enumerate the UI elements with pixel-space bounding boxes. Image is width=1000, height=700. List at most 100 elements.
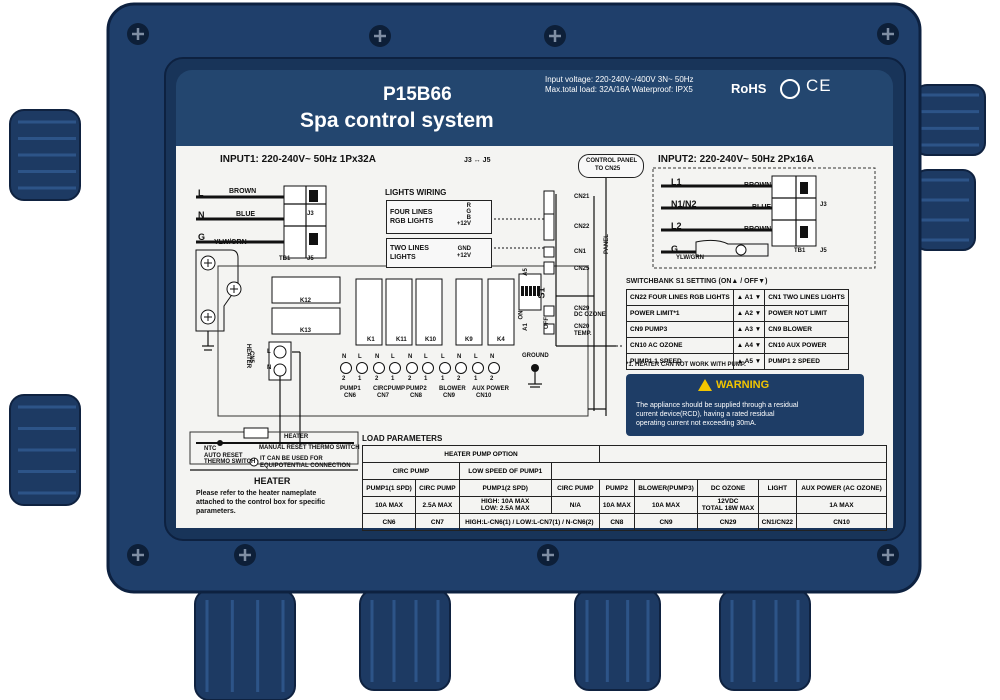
dip-lever bbox=[529, 286, 532, 296]
load-cell: BLOWER(PUMP3) bbox=[633, 479, 699, 497]
load-cell: DC OZONE bbox=[697, 479, 759, 497]
cn21-label: CN21 bbox=[574, 194, 590, 200]
load-cell: AUX POWER (AC OZONE) bbox=[796, 479, 887, 497]
output-name: BLOWER bbox=[439, 386, 466, 392]
switchbank-cell-on: CN9 PUMP3 bbox=[626, 321, 734, 338]
output-name: PUMP1 bbox=[340, 386, 361, 392]
input1-n-label: N bbox=[198, 210, 205, 220]
switchbank-row: POWER LIMIT*1▲ A2 ▼POWER NOT LIMIT bbox=[626, 305, 849, 322]
pin-number: 2 bbox=[457, 376, 461, 382]
input2-brown1: BROWN bbox=[744, 182, 772, 189]
load-cell: CN8 bbox=[599, 513, 635, 531]
pin-number: 2 bbox=[342, 376, 346, 382]
warning-line-1: The appliance should be supplied through… bbox=[636, 402, 799, 409]
input2-g-label: G bbox=[671, 244, 679, 254]
load-cell: 2.5A MAX bbox=[415, 496, 460, 514]
pin-b: B bbox=[466, 215, 471, 221]
load-cell: N/A bbox=[550, 496, 601, 514]
terminal-screw-icon bbox=[488, 362, 500, 374]
load-cell: CN1/CN22 bbox=[757, 513, 798, 531]
temp-label: TEMP. bbox=[574, 331, 592, 337]
switchbank-cell-off: PUMP1 2 SPEED bbox=[764, 353, 849, 370]
switchbank-cell-off: CN10 AUX POWER bbox=[764, 337, 849, 354]
load-cell: CN7 bbox=[415, 513, 460, 531]
switchbank-cell-off: CN1 TWO LINES LIGHTS bbox=[764, 289, 849, 306]
dip-lever bbox=[525, 286, 528, 296]
ground-label: GROUND bbox=[522, 353, 549, 359]
pin-label: L bbox=[424, 354, 428, 360]
on-label: ON bbox=[518, 310, 525, 320]
s1-label: S1 bbox=[536, 287, 547, 299]
wiring-diagram bbox=[189, 167, 876, 471]
load-cell: CIRC PUMP bbox=[362, 462, 460, 480]
cn-connector bbox=[543, 190, 555, 216]
pin-gnd: GND bbox=[457, 246, 471, 252]
switchbank-title: SWITCHBANK S1 SETTING (ON▲ / OFF▼) bbox=[626, 278, 768, 285]
relay-k9: K9 bbox=[465, 337, 473, 343]
load-cell: CN6 bbox=[361, 513, 417, 531]
spec-line-1: Input voltage: 220-240V~/400V 3N~ 50Hz bbox=[545, 75, 694, 84]
switchbank-cell-off: POWER NOT LIMIT bbox=[764, 305, 849, 322]
pin-number: 2 bbox=[490, 376, 494, 382]
pin-label: L bbox=[441, 354, 445, 360]
cn-connector bbox=[543, 213, 555, 241]
cn22-label: CN22 bbox=[574, 224, 590, 230]
switchbank-cell-sw: ▲ A5 ▼ bbox=[732, 353, 766, 370]
relay-k13: K13 bbox=[300, 328, 312, 334]
relay-k4: K4 bbox=[497, 337, 505, 343]
right-cable-gland-2 bbox=[914, 169, 976, 251]
wiring-label: INPUT1: 220-240V~ 50Hz 1Px32A J3 ↔ J5 L … bbox=[176, 146, 893, 531]
panel-label: PANEL bbox=[603, 234, 610, 254]
relay-k11: K11 bbox=[396, 337, 407, 343]
pin-label: L bbox=[358, 354, 362, 360]
cn-connector bbox=[543, 246, 555, 258]
equip-label-1: IT CAN BE USED FOR bbox=[260, 456, 323, 462]
switchbank-row: CN22 FOUR LINES RGB LIGHTS▲ A1 ▼CN1 TWO … bbox=[626, 289, 849, 306]
terminal-screw-icon bbox=[422, 362, 434, 374]
load-cell: CIRC PUMP bbox=[550, 479, 601, 497]
load-row: HEATER PUMP OPTION bbox=[361, 445, 887, 463]
output-cn: CN6 bbox=[344, 393, 357, 399]
manual-reset-switch bbox=[243, 427, 269, 439]
pin-number: 1 bbox=[441, 376, 445, 382]
load-cell: 1A MAX bbox=[796, 496, 887, 514]
pin-label: L bbox=[474, 354, 478, 360]
jumper-j3 bbox=[309, 190, 318, 202]
lights-label: LIGHTS bbox=[390, 254, 416, 261]
four-lines-label: FOUR LINES bbox=[390, 209, 433, 216]
pin-label: N bbox=[408, 354, 413, 360]
cn1-label: CN1 bbox=[574, 249, 587, 255]
label-header: P15B66 Spa control system Input voltage:… bbox=[176, 70, 893, 146]
ce-mark: CE bbox=[806, 76, 832, 95]
dip-lever bbox=[533, 286, 536, 296]
switchbank-cell-sw: ▲ A2 ▼ bbox=[732, 305, 766, 322]
equip-label-2: EQUIPOTENTIAL CONNECTION bbox=[260, 463, 351, 469]
relay-block bbox=[415, 278, 443, 346]
relay-block bbox=[487, 278, 515, 346]
a5-label: A5 bbox=[522, 268, 529, 276]
terminal bbox=[273, 363, 287, 377]
off-label: OFF bbox=[544, 317, 550, 329]
screw-slot bbox=[374, 30, 386, 42]
load-cell: 10A MAX bbox=[599, 496, 635, 514]
screw-cross bbox=[204, 259, 212, 267]
pin-number: 1 bbox=[424, 376, 428, 382]
spec-line-2: Max.total load: 32A/16A Waterproof: IPX5 bbox=[545, 85, 693, 94]
relay-k12: K12 bbox=[300, 298, 312, 304]
input1-tb1: TB1 bbox=[279, 256, 291, 262]
input2-l1-label: L1 bbox=[671, 177, 682, 187]
pin-label: N bbox=[342, 354, 347, 360]
output-name: AUX POWER bbox=[472, 386, 510, 392]
rgb-lights-label: RGB LIGHTS bbox=[390, 218, 434, 225]
pin-number: 2 bbox=[408, 376, 412, 382]
warning-line-2: current device(RCD), having a rated resi… bbox=[636, 411, 775, 418]
terminal-screw-icon bbox=[455, 362, 467, 374]
